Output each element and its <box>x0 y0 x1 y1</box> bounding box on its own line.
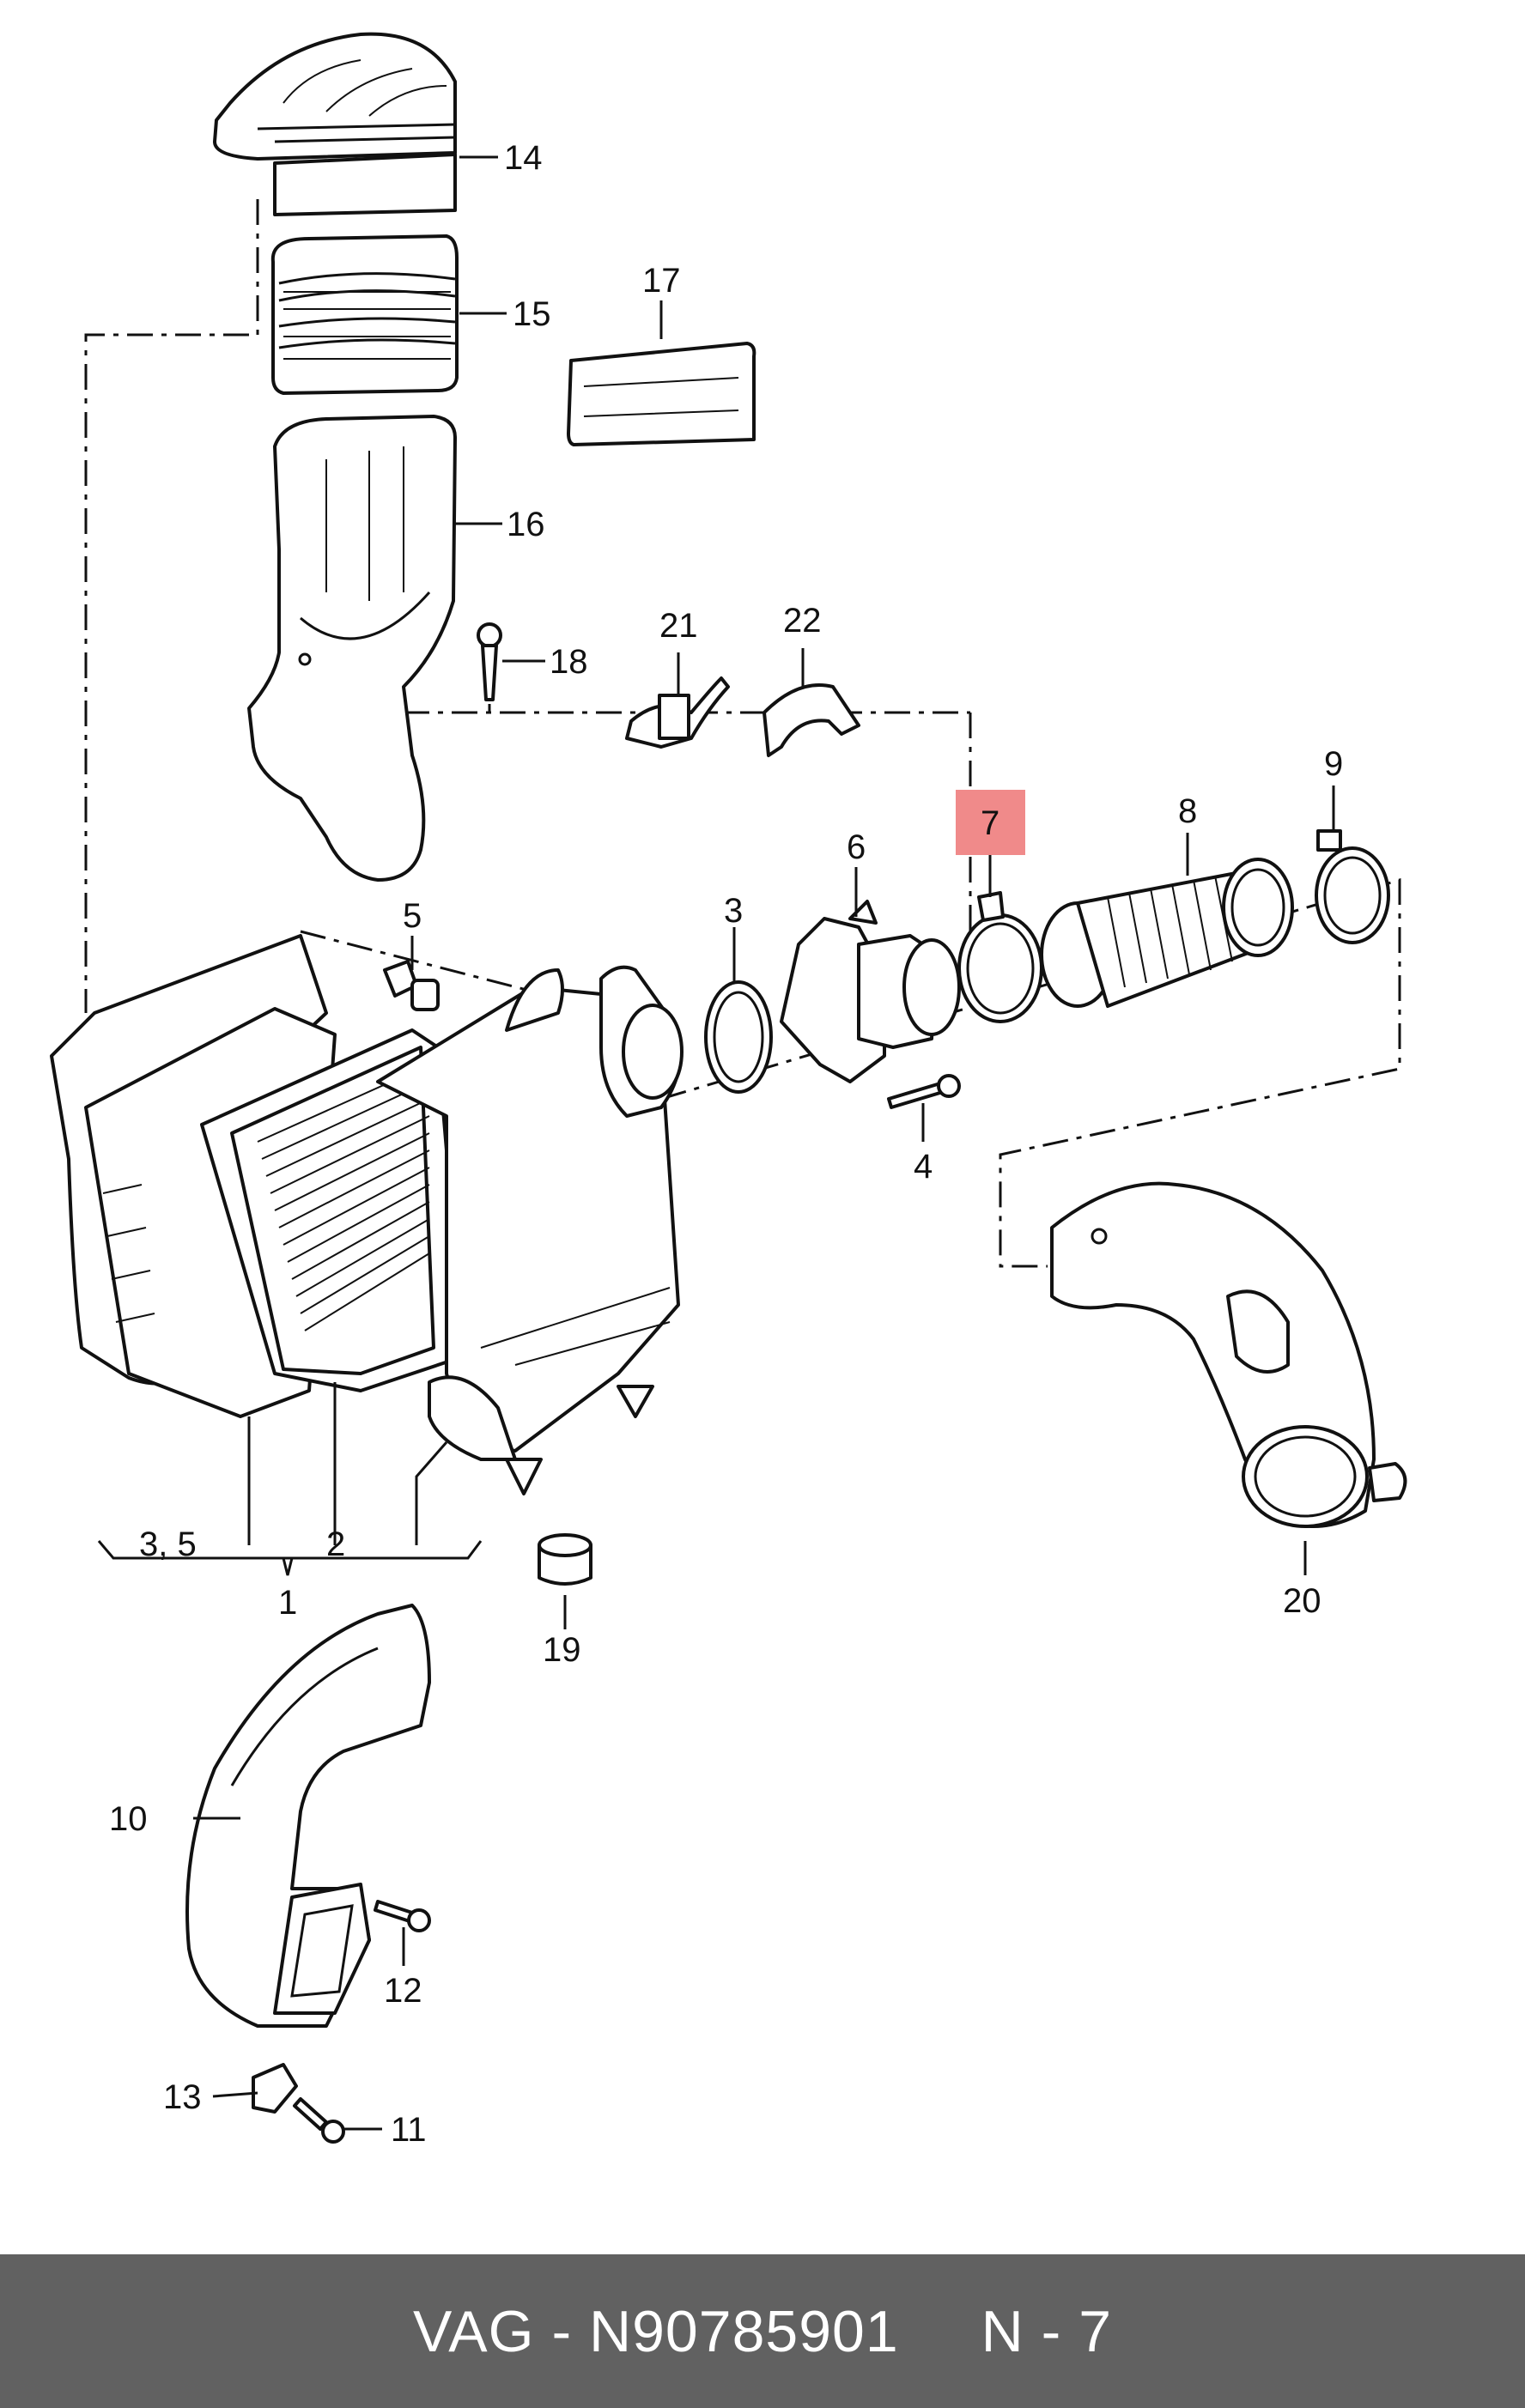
callout-22: 22 <box>783 602 822 640</box>
part-14-cover <box>213 32 457 216</box>
exploded-parts-diagram: 14 15 17 16 18 21 22 5 6 7 8 9 3 4 2 3, … <box>50 32 1407 2149</box>
reference-label: N - 7 <box>981 2298 1113 2364</box>
part-5-grommet <box>383 960 440 1011</box>
part-9-hose-clamp <box>1315 829 1390 944</box>
part-18-screw <box>477 622 502 713</box>
part-12-screw <box>374 1900 431 1932</box>
callout-labels: 14 15 17 16 18 21 22 5 6 7 8 9 3 4 2 3, … <box>109 139 1343 2149</box>
part-21-clip <box>625 676 730 749</box>
brand-label: VAG <box>412 2298 535 2364</box>
part-3-seal-ring <box>704 980 773 1094</box>
separator: - <box>551 2298 573 2364</box>
part-4-screw <box>887 1074 961 1109</box>
callout-17: 17 <box>642 262 681 300</box>
callout-13: 13 <box>163 2078 202 2116</box>
callout-14: 14 <box>504 139 543 177</box>
callout-18: 18 <box>550 643 588 681</box>
callout-21: 21 <box>659 607 698 645</box>
part-6-air-mass-meter <box>780 900 961 1083</box>
part-number-footer: VAG - N90785901 N - 7 <box>0 2254 1525 2408</box>
callout-2: 2 <box>326 1525 345 1563</box>
part-10-lower-duct <box>185 1604 431 2028</box>
callout-3-5: 3, 5 <box>139 1525 197 1563</box>
callout-1: 1 <box>278 1584 297 1622</box>
callout-11: 11 <box>391 2111 427 2149</box>
part-8-bellows-hose <box>1040 858 1294 1008</box>
part-19-rubber-mount <box>538 1533 592 1586</box>
part-number: N90785901 <box>589 2298 899 2364</box>
leader-lines <box>97 155 1335 2131</box>
callout-12: 12 <box>384 1972 422 2010</box>
callout-4: 4 <box>914 1148 933 1186</box>
callout-7-highlight <box>956 790 1025 855</box>
callout-8: 8 <box>1178 792 1197 830</box>
callout-16: 16 <box>507 506 545 543</box>
callout-5: 5 <box>403 897 422 935</box>
callout-3: 3 <box>724 892 743 930</box>
part-17-label <box>567 342 756 446</box>
part-20-intake-elbow <box>1050 1181 1407 1528</box>
callout-20: 20 <box>1283 1582 1321 1620</box>
callout-7: 7 <box>981 804 999 842</box>
part-13-bracket <box>252 2063 298 2114</box>
part-16-intake-duct <box>247 415 457 882</box>
part-22-clip <box>762 683 860 757</box>
callout-15: 15 <box>513 295 551 333</box>
part-11-screw <box>293 2097 345 2144</box>
callout-9: 9 <box>1324 745 1343 783</box>
callout-6: 6 <box>847 828 866 866</box>
callout-19: 19 <box>543 1631 581 1669</box>
callout-10: 10 <box>109 1800 148 1838</box>
part-15-filter-insert <box>270 234 459 395</box>
part-1-air-box-assembly <box>50 934 684 1495</box>
